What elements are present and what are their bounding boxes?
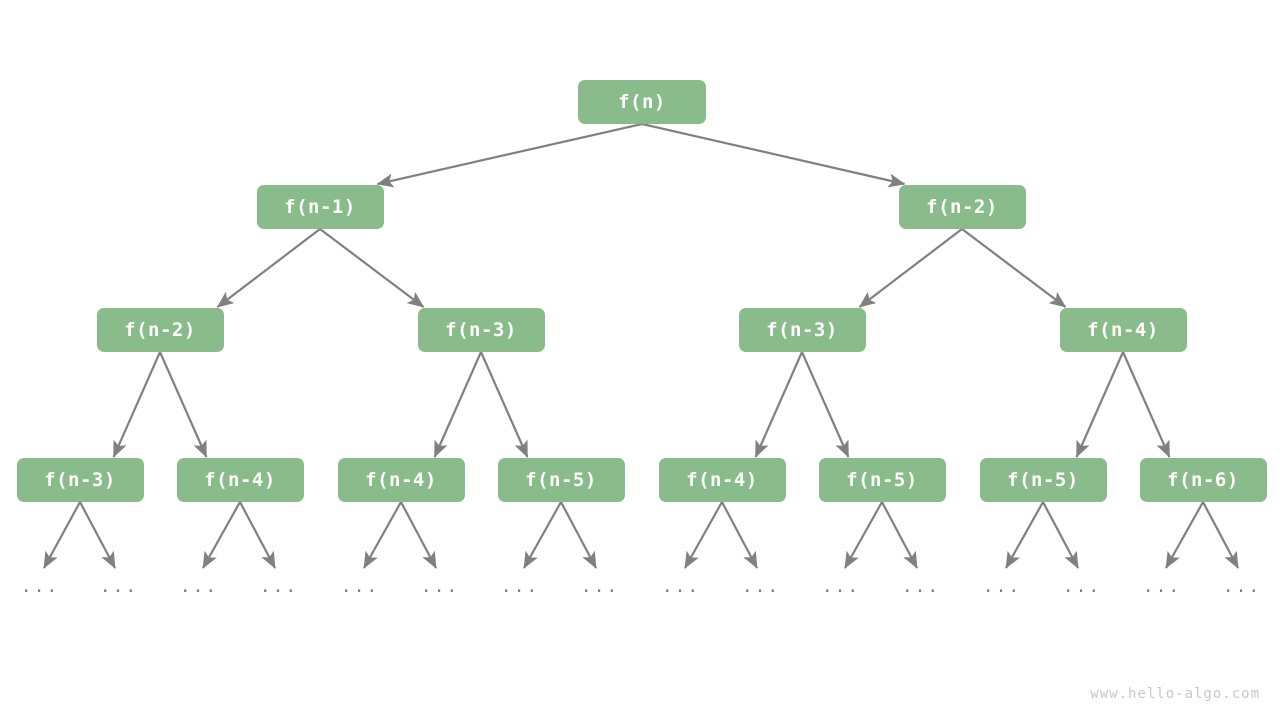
tree-node[interactable]: f(n-4) [337, 458, 465, 502]
ellipsis-leaf: ... [661, 575, 701, 597]
tree-edge [881, 501, 918, 569]
tree-edge [844, 501, 883, 569]
ellipsis-leaf: ... [420, 575, 460, 597]
tree-node[interactable]: f(n-2) [96, 308, 224, 352]
tree-edge [560, 501, 597, 569]
ellipsis-leaf: ... [1062, 575, 1102, 597]
ellipsis-leaf: ... [741, 575, 781, 597]
tree-node[interactable]: f(n-5) [497, 458, 625, 502]
tree-edge [239, 501, 276, 569]
tree-edge [684, 501, 723, 569]
tree-edge [43, 501, 81, 569]
tree-edge [216, 228, 321, 308]
tree-node[interactable]: f(n-5) [818, 458, 946, 502]
ellipsis-leaf: ... [982, 575, 1022, 597]
tree-edge [1042, 501, 1079, 569]
tree-edge [1075, 351, 1125, 458]
tree-edge [376, 122, 643, 188]
tree-node[interactable]: f(n) [578, 80, 706, 124]
tree-edge [79, 501, 116, 569]
ellipsis-leaf: ... [580, 575, 620, 597]
tree-edge [1005, 501, 1044, 569]
tree-node[interactable]: f(n-3) [738, 308, 866, 352]
tree-node[interactable]: f(n-5) [979, 458, 1107, 502]
tree-edge [1202, 501, 1239, 569]
ellipsis-leaf: ... [1142, 575, 1182, 597]
ellipsis-leaf: ... [1222, 575, 1262, 597]
ellipsis-leaf: ... [20, 575, 60, 597]
tree-edge [1165, 501, 1204, 569]
ellipsis-leaf: ... [901, 575, 941, 597]
tree-edge [1121, 351, 1171, 458]
ellipsis-leaf: ... [99, 575, 139, 597]
tree-edge [400, 501, 437, 569]
tree-node[interactable]: f(n-4) [1059, 308, 1187, 352]
tree-edge [858, 228, 963, 308]
tree-edge [754, 351, 804, 458]
tree-edge [479, 351, 529, 458]
tree-edge [319, 228, 425, 308]
ellipsis-leaf: ... [259, 575, 299, 597]
tree-node[interactable]: f(n-6) [1139, 458, 1267, 502]
ellipsis-leaf: ... [340, 575, 380, 597]
ellipsis-leaf: ... [500, 575, 540, 597]
tree-edge [202, 501, 241, 569]
tree-edge [961, 228, 1067, 308]
tree-node[interactable]: f(n-1) [256, 185, 384, 229]
tree-node[interactable]: f(n-2) [898, 185, 1026, 229]
tree-edge [641, 122, 906, 188]
watermark-label: www.hello-algo.com [1090, 686, 1260, 702]
tree-edge [721, 501, 758, 569]
tree-node[interactable]: f(n-4) [176, 458, 304, 502]
tree-edge [800, 351, 850, 458]
tree-edge [158, 351, 208, 458]
ellipsis-leaf: ... [179, 575, 219, 597]
tree-edge [112, 351, 162, 458]
tree-edge [523, 501, 562, 569]
tree-node[interactable]: f(n-4) [658, 458, 786, 502]
tree-edge [363, 501, 402, 569]
tree-node[interactable]: f(n-3) [417, 308, 545, 352]
tree-edge [433, 351, 483, 458]
ellipsis-leaf: ... [821, 575, 861, 597]
tree-node[interactable]: f(n-3) [16, 458, 144, 502]
